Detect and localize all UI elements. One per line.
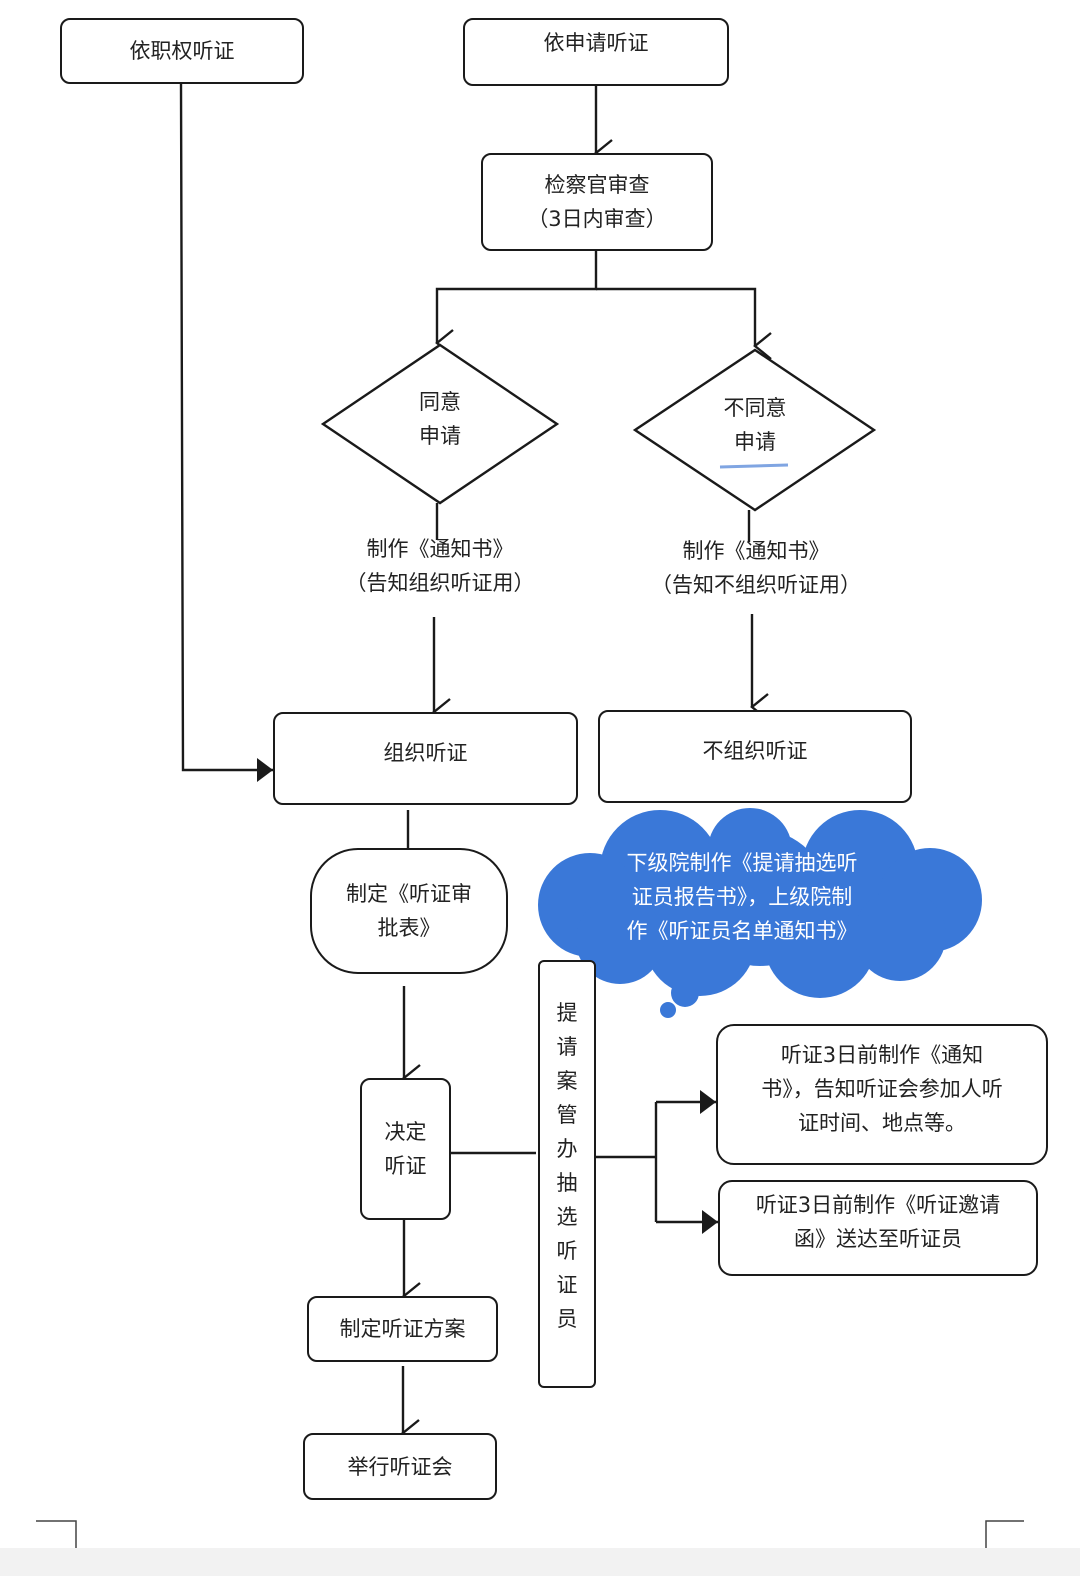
connector-review-split-right <box>596 287 772 360</box>
review-line2: （3日内审查） <box>527 207 667 231</box>
notice-not-organize-label: 制作《通知书》 （告知不组织听证用） <box>638 534 874 602</box>
cloud-line3: 作《听证员名单通知书》 <box>626 919 858 943</box>
node-organize-hearing: 组织听证 <box>273 712 578 805</box>
node-approval-form: 制定《听证审 批表》 <box>310 848 508 974</box>
case-management-char: 选 <box>556 1205 578 1229</box>
agree-diamond <box>320 343 560 505</box>
bottom-gray-strip <box>0 1548 1080 1576</box>
notice-organize-label: 制作《通知书》 （告知组织听证用） <box>330 532 550 600</box>
case-management-char: 抽 <box>556 1171 578 1195</box>
agree-line1: 同意 <box>419 390 461 414</box>
decide-line2: 听证 <box>384 1154 427 1178</box>
node-ex-officio: 依职权听证 <box>60 18 304 84</box>
blue-scribble-mark <box>719 463 789 469</box>
cloud-line1: 下级院制作《提请抽选听 <box>626 851 858 875</box>
agree-line2: 申请 <box>419 424 461 448</box>
node-not-organize-hearing: 不组织听证 <box>598 710 912 803</box>
notify-line2: 书》，告知听证会参加人听 <box>761 1077 1003 1101</box>
disagree-diamond <box>632 348 877 512</box>
approval-line2: 批表》 <box>377 916 441 940</box>
agree-diamond-label: 同意 申请 <box>390 385 490 453</box>
review-line1: 检察官审查 <box>544 173 650 197</box>
case-management-char: 听 <box>556 1239 578 1263</box>
node-case-management <box>538 960 596 1388</box>
case-management-char: 提 <box>556 1001 578 1025</box>
notice-disagree-line1: 制作《通知书》 <box>682 539 830 563</box>
case-management-char: 案 <box>556 1069 578 1093</box>
node-notify-participants: 听证3日前制作《通知 书》，告知听证会参加人听 证时间、地点等。 <box>716 1024 1048 1165</box>
case-management-text: 提请案管办抽选听证员 <box>538 996 596 1336</box>
decide-line1: 决定 <box>384 1120 427 1144</box>
notify-line1: 听证3日前制作《通知 <box>780 1043 984 1067</box>
node-hold-hearing: 举行听证会 <box>303 1433 497 1500</box>
case-management-char: 员 <box>556 1307 578 1331</box>
cloud-callout <box>538 808 982 1018</box>
connector-exofficio <box>179 83 273 782</box>
invite-line2: 函》送达至听证员 <box>794 1227 962 1251</box>
invite-line1: 听证3日前制作《听证邀请 <box>755 1193 1001 1217</box>
disagree-line1: 不同意 <box>723 396 787 420</box>
case-management-char: 办 <box>556 1137 578 1161</box>
notice-agree-line1: 制作《通知书》 <box>366 537 514 561</box>
crop-mark-right <box>985 1520 1024 1548</box>
connector-review-split <box>435 251 598 357</box>
node-decide-hearing: 决定 听证 <box>360 1078 451 1220</box>
node-invite-hearing-officers: 听证3日前制作《听证邀请 函》送达至听证员 <box>718 1180 1038 1276</box>
case-management-char: 证 <box>556 1273 578 1297</box>
cloud-line2: 证员报告书》，上级院制 <box>631 885 853 909</box>
case-management-char: 管 <box>556 1103 578 1127</box>
node-prosecutor-review: 检察官审查 （3日内审查） <box>481 153 713 251</box>
cloud-callout-text: 下级院制作《提请抽选听 证员报告书》，上级院制 作《听证员名单通知书》 <box>592 846 892 948</box>
crop-mark-left <box>36 1520 77 1548</box>
notify-line3: 证时间、地点等。 <box>798 1111 966 1135</box>
node-by-application: 依申请听证 <box>463 18 729 86</box>
notice-agree-line2: （告知组织听证用） <box>345 571 535 595</box>
notice-disagree-line2: （告知不组织听证用） <box>651 573 861 597</box>
disagree-line2: 申请 <box>734 430 776 454</box>
node-hearing-plan: 制定听证方案 <box>307 1296 498 1362</box>
case-management-char: 请 <box>556 1035 578 1059</box>
disagree-diamond-label: 不同意 申请 <box>700 391 810 459</box>
approval-line1: 制定《听证审 <box>346 882 472 906</box>
